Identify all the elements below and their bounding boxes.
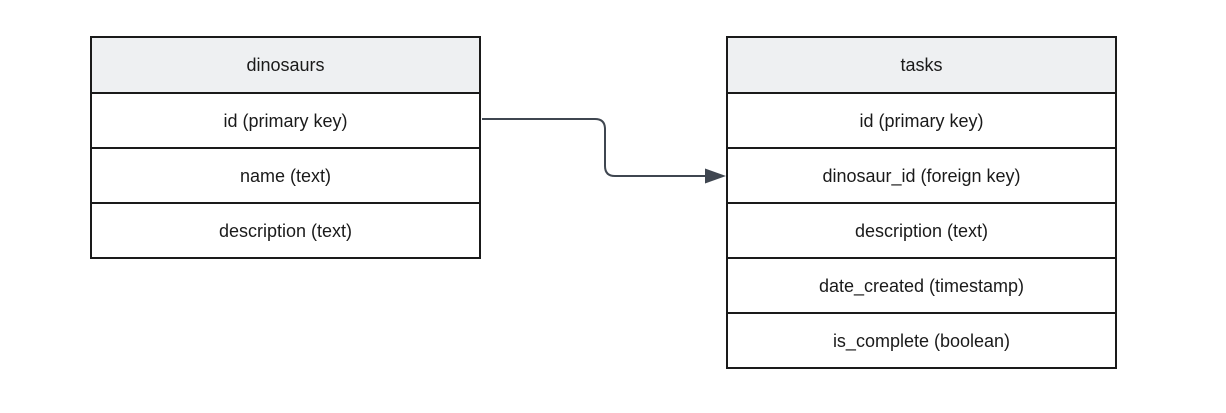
table-row-dinosaurs-id: id (primary key) (92, 92, 479, 147)
table-row-dinosaurs-description: description (text) (92, 202, 479, 257)
table-row-tasks-date-created: date_created (timestamp) (728, 257, 1115, 312)
table-tasks-title: tasks (728, 38, 1115, 92)
connector-line (482, 118, 705, 177)
table-row-tasks-is-complete: is_complete (boolean) (728, 312, 1115, 367)
table-row-tasks-dinosaur-id: dinosaur_id (foreign key) (728, 147, 1115, 202)
table-dinosaurs: dinosaurs id (primary key) name (text) d… (90, 36, 481, 259)
connector-arrowhead-icon (705, 168, 726, 184)
table-row-tasks-description: description (text) (728, 202, 1115, 257)
table-dinosaurs-title: dinosaurs (92, 38, 479, 92)
table-tasks: tasks id (primary key) dinosaur_id (fore… (726, 36, 1117, 369)
table-row-tasks-id: id (primary key) (728, 92, 1115, 147)
table-row-dinosaurs-name: name (text) (92, 147, 479, 202)
